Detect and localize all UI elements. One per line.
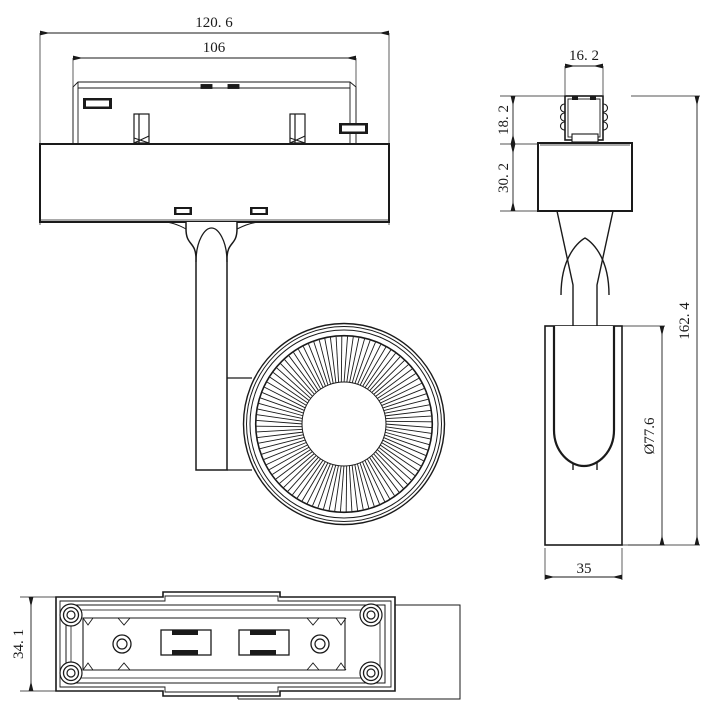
- front-body-bottom-tabs: [174, 207, 268, 215]
- dim-label-bottom-height: 34. 1: [11, 629, 27, 659]
- bottom-witness-lines: [20, 596, 58, 692]
- dim-label-front-overall-width: 120. 6: [195, 15, 233, 31]
- front-slot-left: [83, 98, 112, 109]
- bottom-inner-plate: [82, 617, 346, 671]
- dim-label-head-diameter: Ø77.6: [642, 417, 658, 455]
- front-contact-right: [289, 113, 306, 144]
- front-support-arm: [162, 221, 262, 471]
- bottom-inner-frame: [65, 604, 386, 684]
- reflector-fins: [256, 336, 432, 512]
- bottom-center-screws: [112, 634, 330, 654]
- bottom-terminal-right: [238, 629, 290, 656]
- front-slot-right: [339, 123, 368, 134]
- side-head-cylinder: [544, 325, 623, 546]
- side-main-body: [537, 142, 633, 212]
- bottom-view: 34. 1: [11, 591, 461, 700]
- front-upper-housing: [72, 81, 357, 145]
- front-view: 120. 6 106: [39, 15, 446, 526]
- bottom-chamfer-marks: [82, 617, 347, 671]
- dim-label-head-depth: 35: [577, 561, 592, 577]
- dim-label-side-connector-width: 16. 2: [569, 48, 599, 64]
- bottom-outer-shell: [55, 591, 396, 697]
- bottom-corner-screws: [59, 603, 383, 685]
- side-view: 16. 2 18. 2 30. 2 162. 4 Ø77.6 35: [496, 48, 700, 580]
- front-top-tabs: [200, 84, 240, 89]
- front-lamp-head: [242, 322, 446, 526]
- front-pivot-block: [227, 377, 252, 471]
- dim-label-side-connector-height: 18. 2: [496, 105, 512, 135]
- front-contact-left: [133, 113, 150, 144]
- dim-label-side-body-height: 30. 2: [496, 163, 512, 193]
- bottom-terminal-left: [160, 629, 212, 656]
- dim-label-front-inner-width: 106: [203, 40, 226, 56]
- side-track-connector: [559, 95, 609, 143]
- front-main-body: [39, 143, 390, 223]
- dim-label-side-overall-height: 162. 4: [677, 302, 693, 340]
